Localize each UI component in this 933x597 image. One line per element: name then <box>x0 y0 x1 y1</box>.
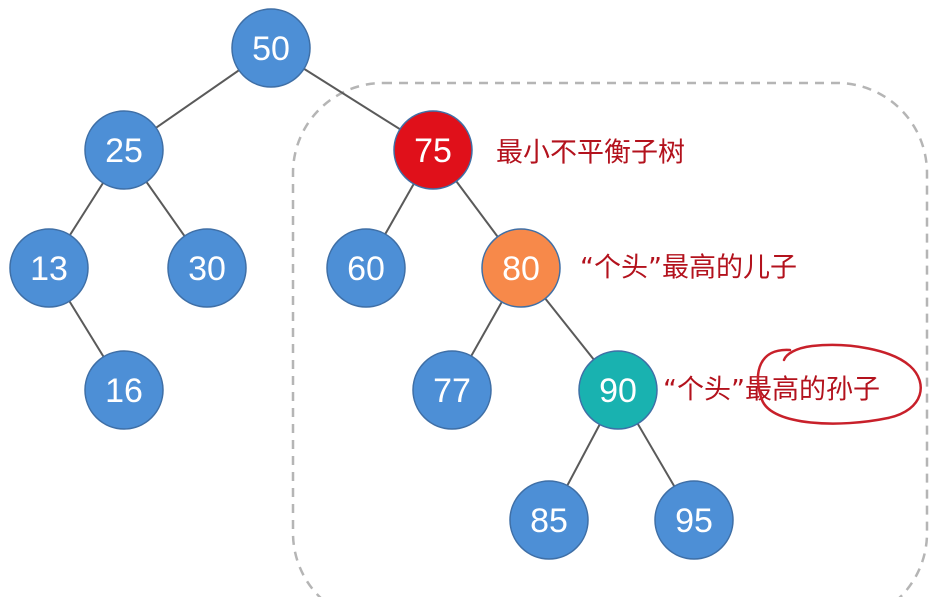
tree-node-80: 80 <box>481 228 561 308</box>
tree-node-95: 95 <box>654 480 734 560</box>
tree-node-label: 80 <box>502 250 540 288</box>
tree-node-label: 60 <box>347 250 385 288</box>
subtree-boundary-box <box>291 81 929 597</box>
tree-node-circle <box>84 350 164 430</box>
annotation-min-unbalanced-subtree: 最小不平衡子树 <box>496 138 685 169</box>
tree-node-circle <box>9 228 89 308</box>
tree-node-label: 85 <box>530 502 568 540</box>
tree-node-circle <box>167 228 247 308</box>
tree-node-circle <box>481 228 561 308</box>
annotation-tallest-grandchild: “个头”最高的孙子 <box>663 375 880 406</box>
tree-node-label: 95 <box>675 502 713 540</box>
tree-node-circle <box>509 480 589 560</box>
tree-node-circle <box>84 110 164 190</box>
tree-node-13: 13 <box>9 228 89 308</box>
tree-node-25: 25 <box>84 110 164 190</box>
tree-node-label: 90 <box>599 372 637 410</box>
tree-node-16: 16 <box>84 350 164 430</box>
tree-node-label: 75 <box>414 132 452 170</box>
tree-nodes: 50 25 75 13 30 60 80 16 77 90 85 95 <box>9 8 734 560</box>
tree-node-60: 60 <box>326 228 406 308</box>
tree-node-circle <box>412 350 492 430</box>
tree-node-label: 13 <box>30 250 68 288</box>
tree-node-circle <box>578 350 658 430</box>
tree-node-circle <box>326 228 406 308</box>
handwritten-circle-mark <box>756 343 922 425</box>
tree-node-90: 90 <box>578 350 658 430</box>
tree-node-circle <box>654 480 734 560</box>
tree-node-circle <box>393 110 473 190</box>
tree-node-77: 77 <box>412 350 492 430</box>
tree-node-label: 16 <box>105 372 143 410</box>
tree-node-label: 77 <box>433 372 471 410</box>
tree-node-50: 50 <box>231 8 311 88</box>
tree-node-85: 85 <box>509 480 589 560</box>
tree-node-label: 30 <box>188 250 226 288</box>
tree-node-label: 25 <box>105 132 143 170</box>
tree-node-30: 30 <box>167 228 247 308</box>
tree-node-75: 75 <box>393 110 473 190</box>
tree-node-label: 50 <box>252 30 290 68</box>
tree-node-circle <box>231 8 311 88</box>
annotation-tallest-child: “个头”最高的儿子 <box>580 253 797 284</box>
